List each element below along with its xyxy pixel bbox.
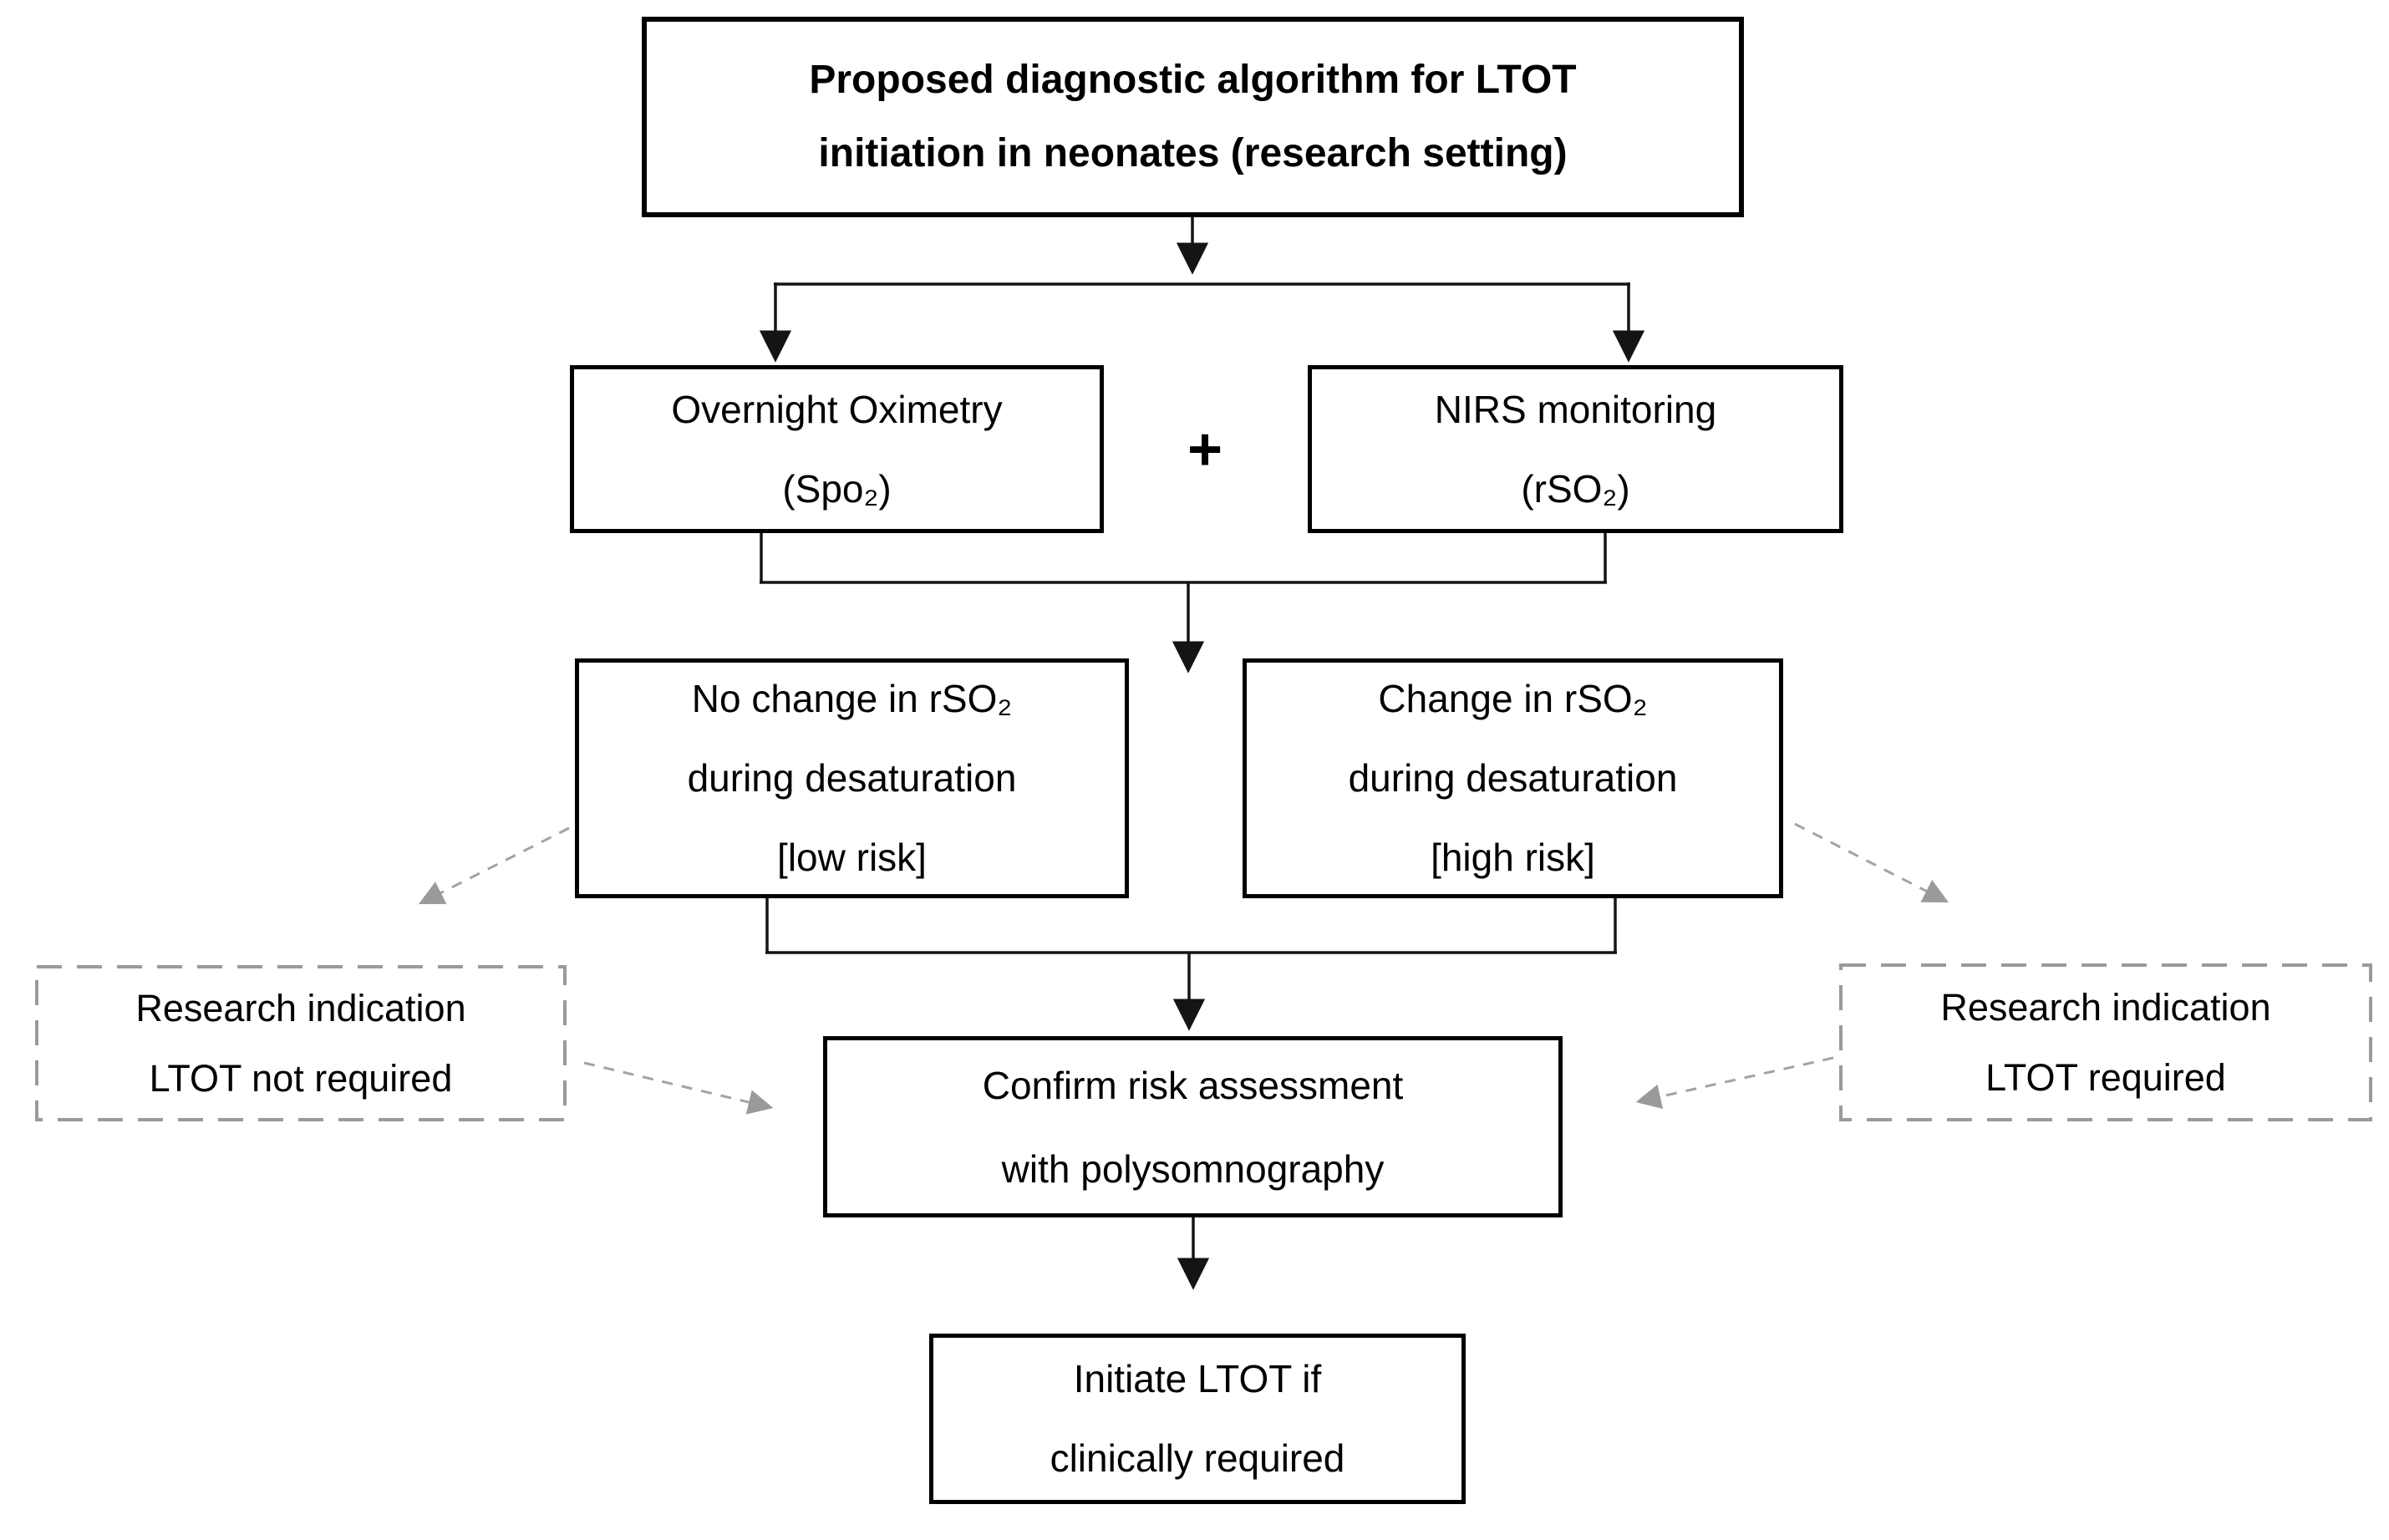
box-line: clinically required [1050, 1436, 1345, 1480]
no-change-low-risk-box: No change in rSO₂ during desaturation [l… [575, 658, 1129, 898]
title-box: Proposed diagnostic algorithm for LTOT i… [642, 17, 1744, 217]
dashed-arrow-highrisk-to-required [1794, 822, 1949, 903]
box-line: NIRS monitoring [1434, 387, 1717, 431]
ltot-required-box-border [1839, 963, 2372, 1121]
box-line: [high risk] [1431, 836, 1595, 879]
box-line: Research indication [1940, 985, 2271, 1029]
box-line: [low risk] [777, 836, 927, 879]
box-line: with polysomnography [1001, 1146, 1385, 1191]
box-line: LTOT required [1985, 1055, 2226, 1099]
research-ltot-not-required-box: Research indication LTOT not required [37, 967, 565, 1120]
title-line: initiation in neonates (research setting… [818, 131, 1568, 175]
box-line: LTOT not required [149, 1056, 453, 1100]
overnight-oximetry-box: Overnight Oximetry (Spo₂) [570, 365, 1104, 533]
box-line: (rSO₂) [1521, 466, 1630, 511]
box-line: Change in rSO₂ [1378, 677, 1648, 720]
dashed-arrow-required-to-confirm [1635, 1056, 1834, 1110]
research-ltot-required-box: Research indication LTOT required [1841, 965, 2371, 1120]
title-line: Proposed diagnostic algorithm for LTOT [809, 58, 1577, 102]
confirm-risk-assessment-box: Confirm risk assessment with polysomnogr… [823, 1036, 1563, 1217]
change-high-risk-box: Change in rSO₂ during desaturation [high… [1243, 658, 1783, 898]
box-line: Confirm risk assessment [982, 1063, 1404, 1107]
dashed-arrow-lowrisk-to-notrequired [418, 826, 570, 905]
initiate-ltot-box: Initiate LTOT if clinically required [929, 1334, 1466, 1504]
box-line: No change in rSO₂ [691, 677, 1013, 720]
nirs-monitoring-box: NIRS monitoring (rSO₂) [1308, 365, 1843, 533]
box-line: Research indication [135, 986, 466, 1029]
box-line: Initiate LTOT if [1073, 1357, 1322, 1400]
ltot-not-required-box-border [35, 965, 567, 1121]
box-line: during desaturation [687, 756, 1017, 800]
box-line: Overnight Oximetry [671, 387, 1003, 431]
box-line: (Spo₂) [782, 466, 892, 511]
box-line: during desaturation [1348, 756, 1678, 800]
dashed-arrow-notrequired-to-confirm [583, 1061, 774, 1115]
plus-sign: + [1187, 416, 1223, 483]
